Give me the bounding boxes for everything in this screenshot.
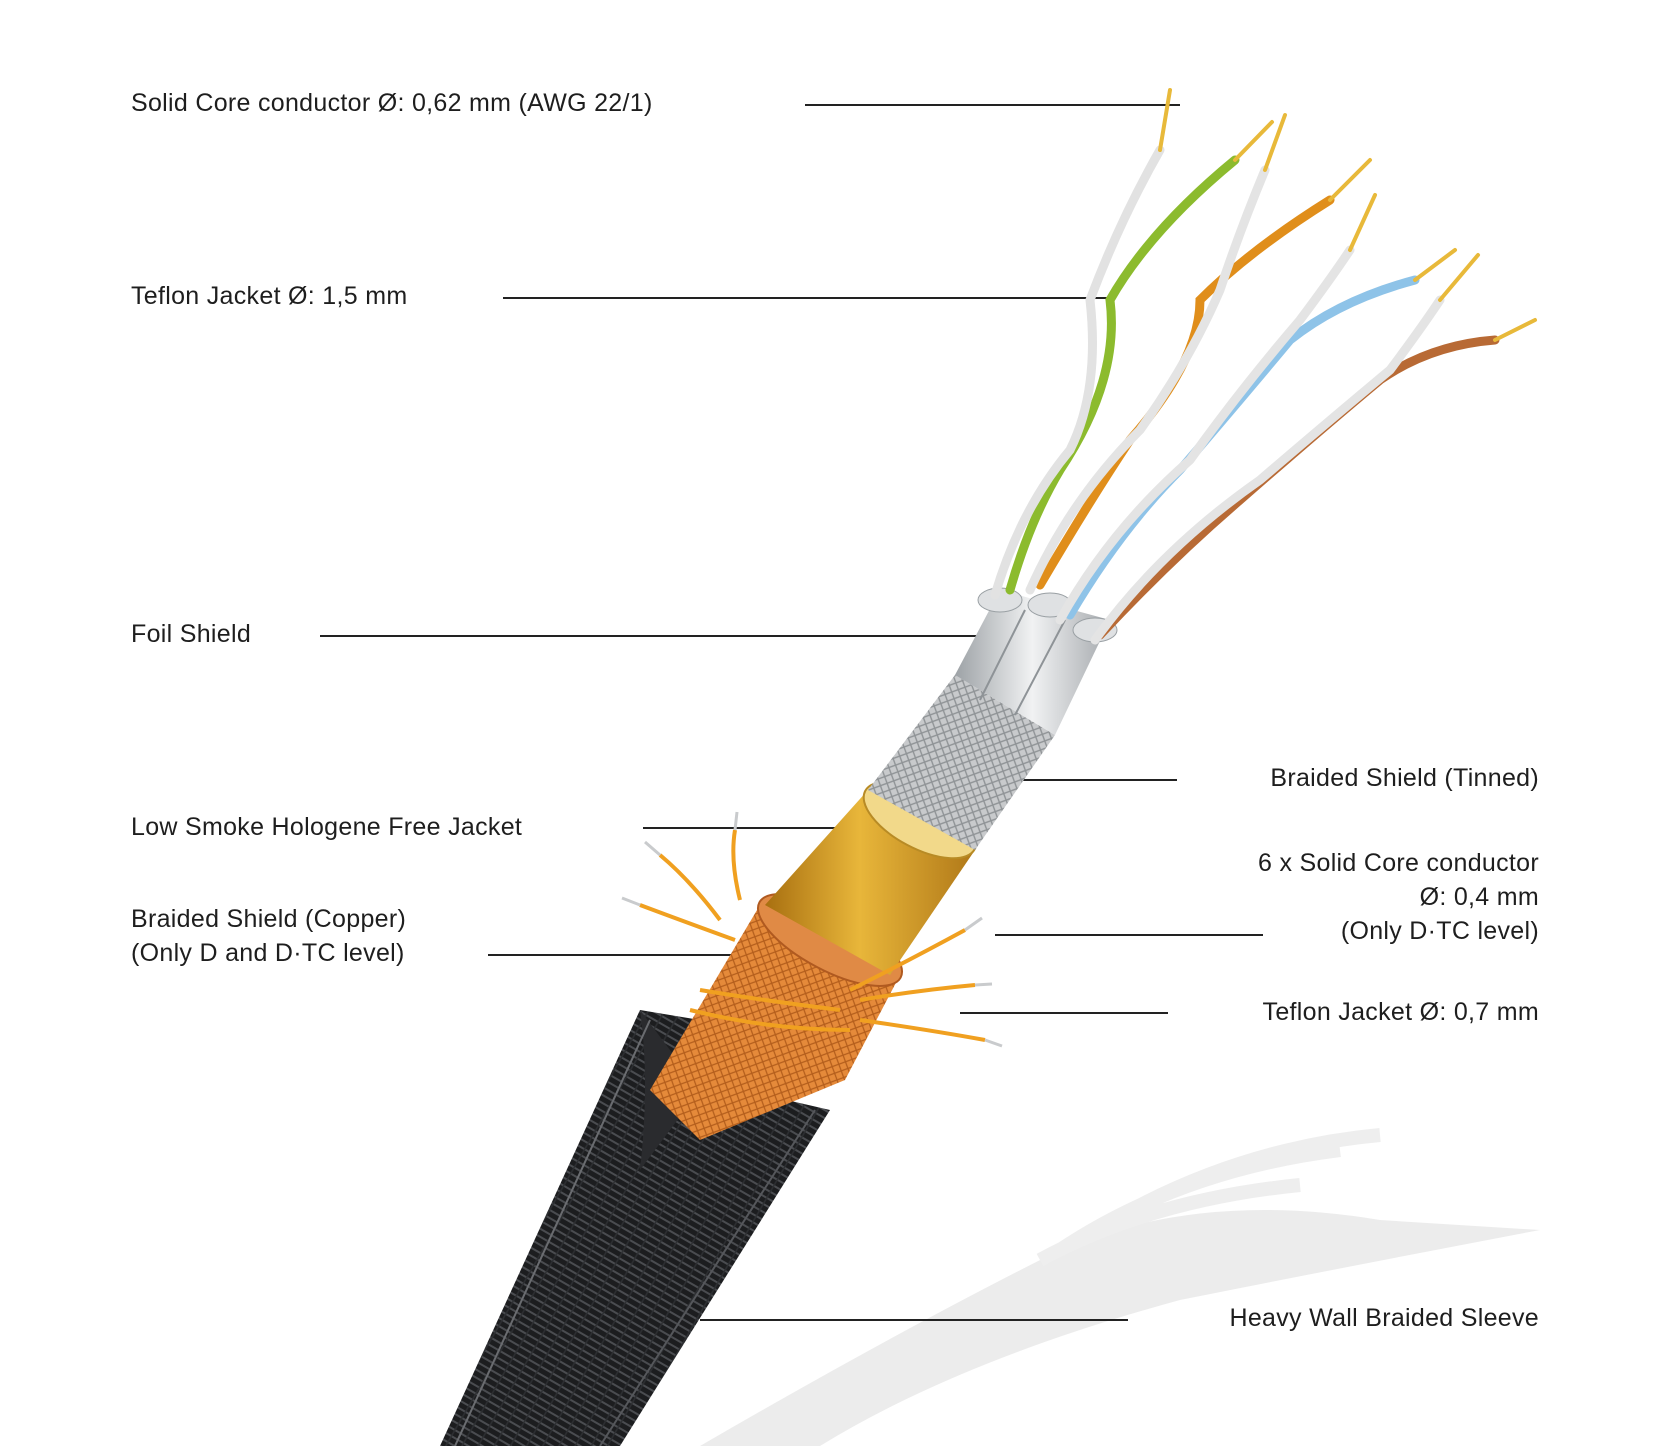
label-copper-line-1: Braided Shield (Copper) [131, 905, 407, 933]
label-braided-shield-tinned: Braided Shield (Tinned) [1270, 764, 1539, 792]
label-copper-line-2: (Only D and D·TC level) [131, 939, 405, 967]
leader-lines [320, 104, 1263, 1321]
conductor-tips [1158, 88, 1537, 342]
copper-shield-wires [639, 829, 986, 1042]
label-small-solid-core-line-1: 6 x Solid Core conductor [1258, 849, 1539, 877]
twisted-pairs [990, 145, 1500, 645]
copper-shield-wire-tips [621, 811, 1003, 1048]
label-braided-shield-copper: Braided Shield (Copper) (Only D and D·TC… [131, 902, 406, 970]
label-teflon-jacket-large: Teflon Jacket Ø: 1,5 mm [131, 282, 408, 310]
label-small-solid-core-line-2: Ø: 0,4 mm [1419, 883, 1539, 911]
pair-blue-white-wire [1055, 245, 1355, 625]
label-small-solid-core-line-3: (Only D·TC level) [1340, 917, 1539, 945]
pair-orange-white-wire [1025, 165, 1270, 595]
tinned-braid-shield [868, 675, 1055, 850]
label-teflon-jacket-small: Teflon Jacket Ø: 0,7 mm [1262, 998, 1539, 1026]
cable-shadow [700, 1128, 1540, 1446]
label-low-smoke-jacket: Low Smoke Hologene Free Jacket [131, 813, 523, 841]
pair-green-white-wire [990, 145, 1165, 600]
label-small-solid-core: 6 x Solid Core conductor Ø: 0,4 mm (Only… [1258, 846, 1539, 948]
pair-brown-white-wire [1090, 295, 1445, 645]
label-foil-shield: Foil Shield [131, 620, 252, 648]
pair-orange-wire [1035, 195, 1335, 590]
label-solid-core-conductor: Solid Core conductor Ø: 0,62 mm (AWG 22/… [131, 89, 653, 117]
label-heavy-wall-braided-sleeve: Heavy Wall Braided Sleeve [1229, 1304, 1539, 1332]
pair-green-wire [1005, 155, 1240, 595]
